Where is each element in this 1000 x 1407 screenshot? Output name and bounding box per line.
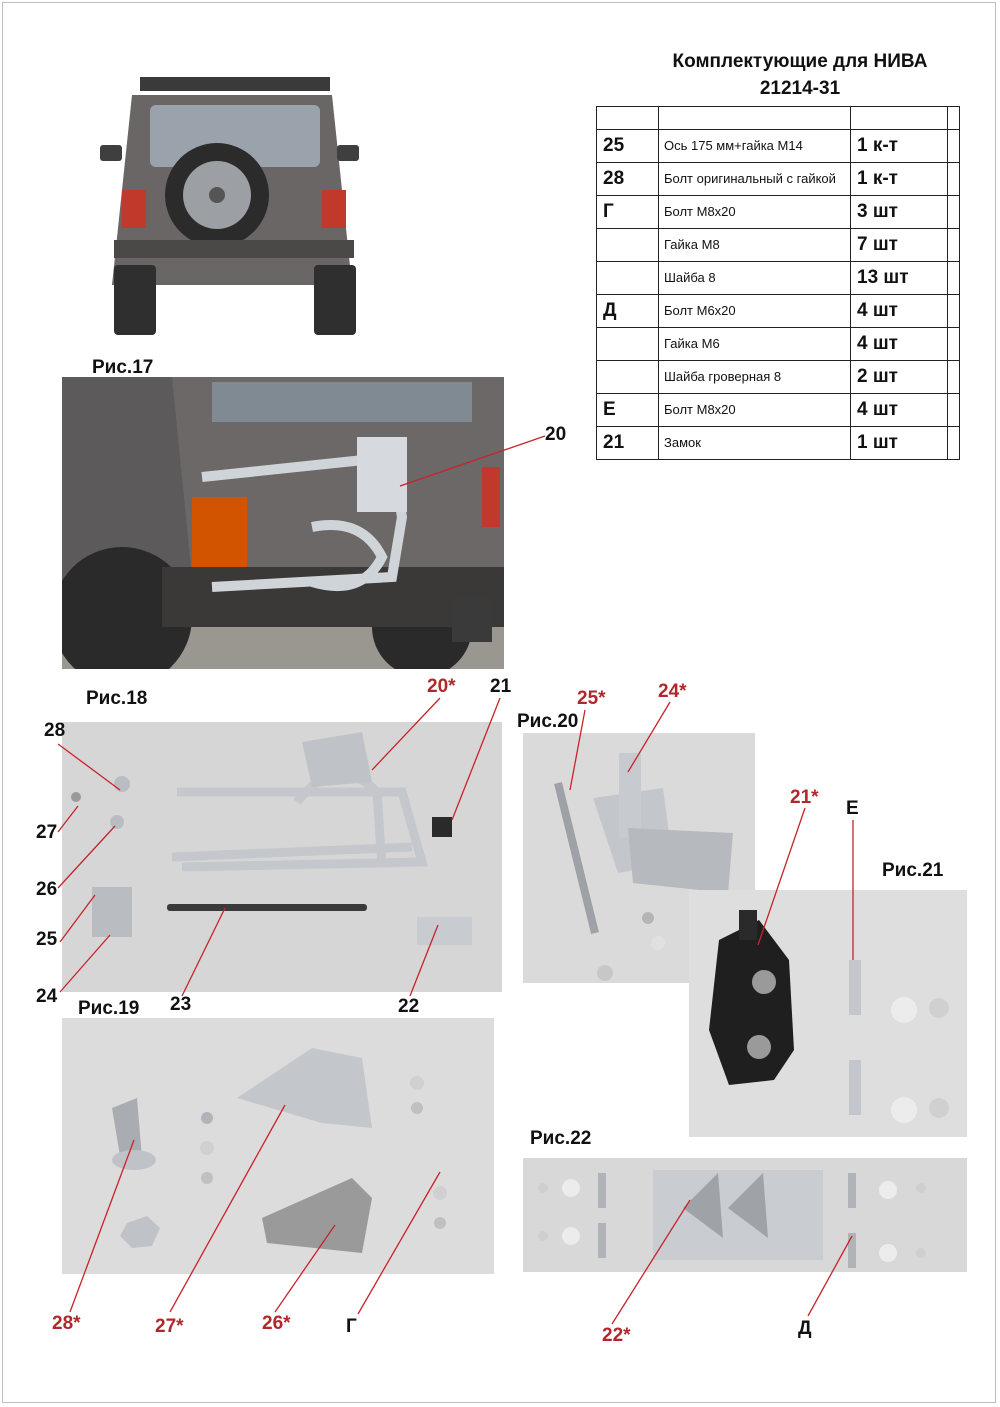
fig22-callout-22: 22* <box>602 1325 631 1346</box>
leader-fig22-22 <box>611 1199 691 1325</box>
leader-fig21-21 <box>757 807 806 946</box>
caption-fig18: Рис.18 <box>86 688 148 709</box>
table-header-row <box>596 106 960 130</box>
fig18-callout-20: 20* <box>427 676 456 697</box>
fig17-callout-20: 20 <box>545 424 567 445</box>
fig18-callout-24: 24 <box>36 986 58 1007</box>
fig21-photo <box>689 890 967 1137</box>
fig18-callout-22: 22 <box>398 996 420 1017</box>
leader-fig18-25 <box>59 894 96 943</box>
leader-fig20-24 <box>627 701 671 773</box>
fig18-callout-23: 23 <box>170 994 192 1015</box>
page-title: Комплектующие для НИВА 21214-31 <box>610 48 990 102</box>
leader-fig19-28 <box>69 1139 135 1313</box>
leader-fig18-27 <box>57 805 79 833</box>
fig19-photo <box>62 1018 494 1274</box>
leader-fig18-26 <box>57 825 116 889</box>
fig22-photo <box>523 1158 967 1272</box>
fig20-callout-25: 25* <box>577 688 606 709</box>
caption-fig19: Рис.19 <box>78 998 140 1019</box>
fig18-callout-28: 28 <box>44 720 66 741</box>
leader-fig18-20 <box>371 697 441 771</box>
fig18-callout-26: 26 <box>36 879 58 900</box>
caption-fig17: Рис.17 <box>92 357 154 378</box>
fig18-callout-27: 27 <box>36 822 58 843</box>
leader-fig19-g <box>357 1171 441 1315</box>
fig18-callout-21: 21 <box>490 676 512 697</box>
leader-fig18-21 <box>451 697 501 821</box>
leader-fig19-27 <box>169 1104 286 1313</box>
car-rear-photo <box>92 75 367 337</box>
leader-fig18-22 <box>409 924 439 997</box>
fig19-callout-g: Г <box>346 1316 357 1337</box>
caption-fig21: Рис.21 <box>882 860 944 881</box>
title-line-2: 21214-31 <box>759 78 841 99</box>
fig20-callout-24: 24* <box>658 681 687 702</box>
leader-fig18-28 <box>57 743 121 791</box>
leader-fig20-25 <box>569 709 586 791</box>
leader-fig17-20 <box>399 435 546 487</box>
fig18-callout-25: 25 <box>36 929 58 950</box>
title-line-1: Комплектующие для НИВА <box>672 51 928 72</box>
leader-fig18-24 <box>59 934 111 993</box>
fig22-callout-d: Д <box>798 1318 812 1339</box>
fig19-callout-26: 26* <box>262 1313 291 1334</box>
fig19-callout-27: 27* <box>155 1316 184 1337</box>
leader-fig18-23 <box>181 907 226 997</box>
caption-fig20: Рис.20 <box>517 711 579 732</box>
fig21-callout-e: Е <box>846 798 859 819</box>
leader-fig22-d <box>807 1235 853 1317</box>
caption-fig22: Рис.22 <box>530 1128 592 1149</box>
fig17-photo <box>62 377 504 669</box>
fig21-callout-21: 21* <box>790 787 819 808</box>
fig19-callout-28: 28* <box>52 1313 81 1334</box>
leader-fig19-26 <box>274 1224 336 1313</box>
